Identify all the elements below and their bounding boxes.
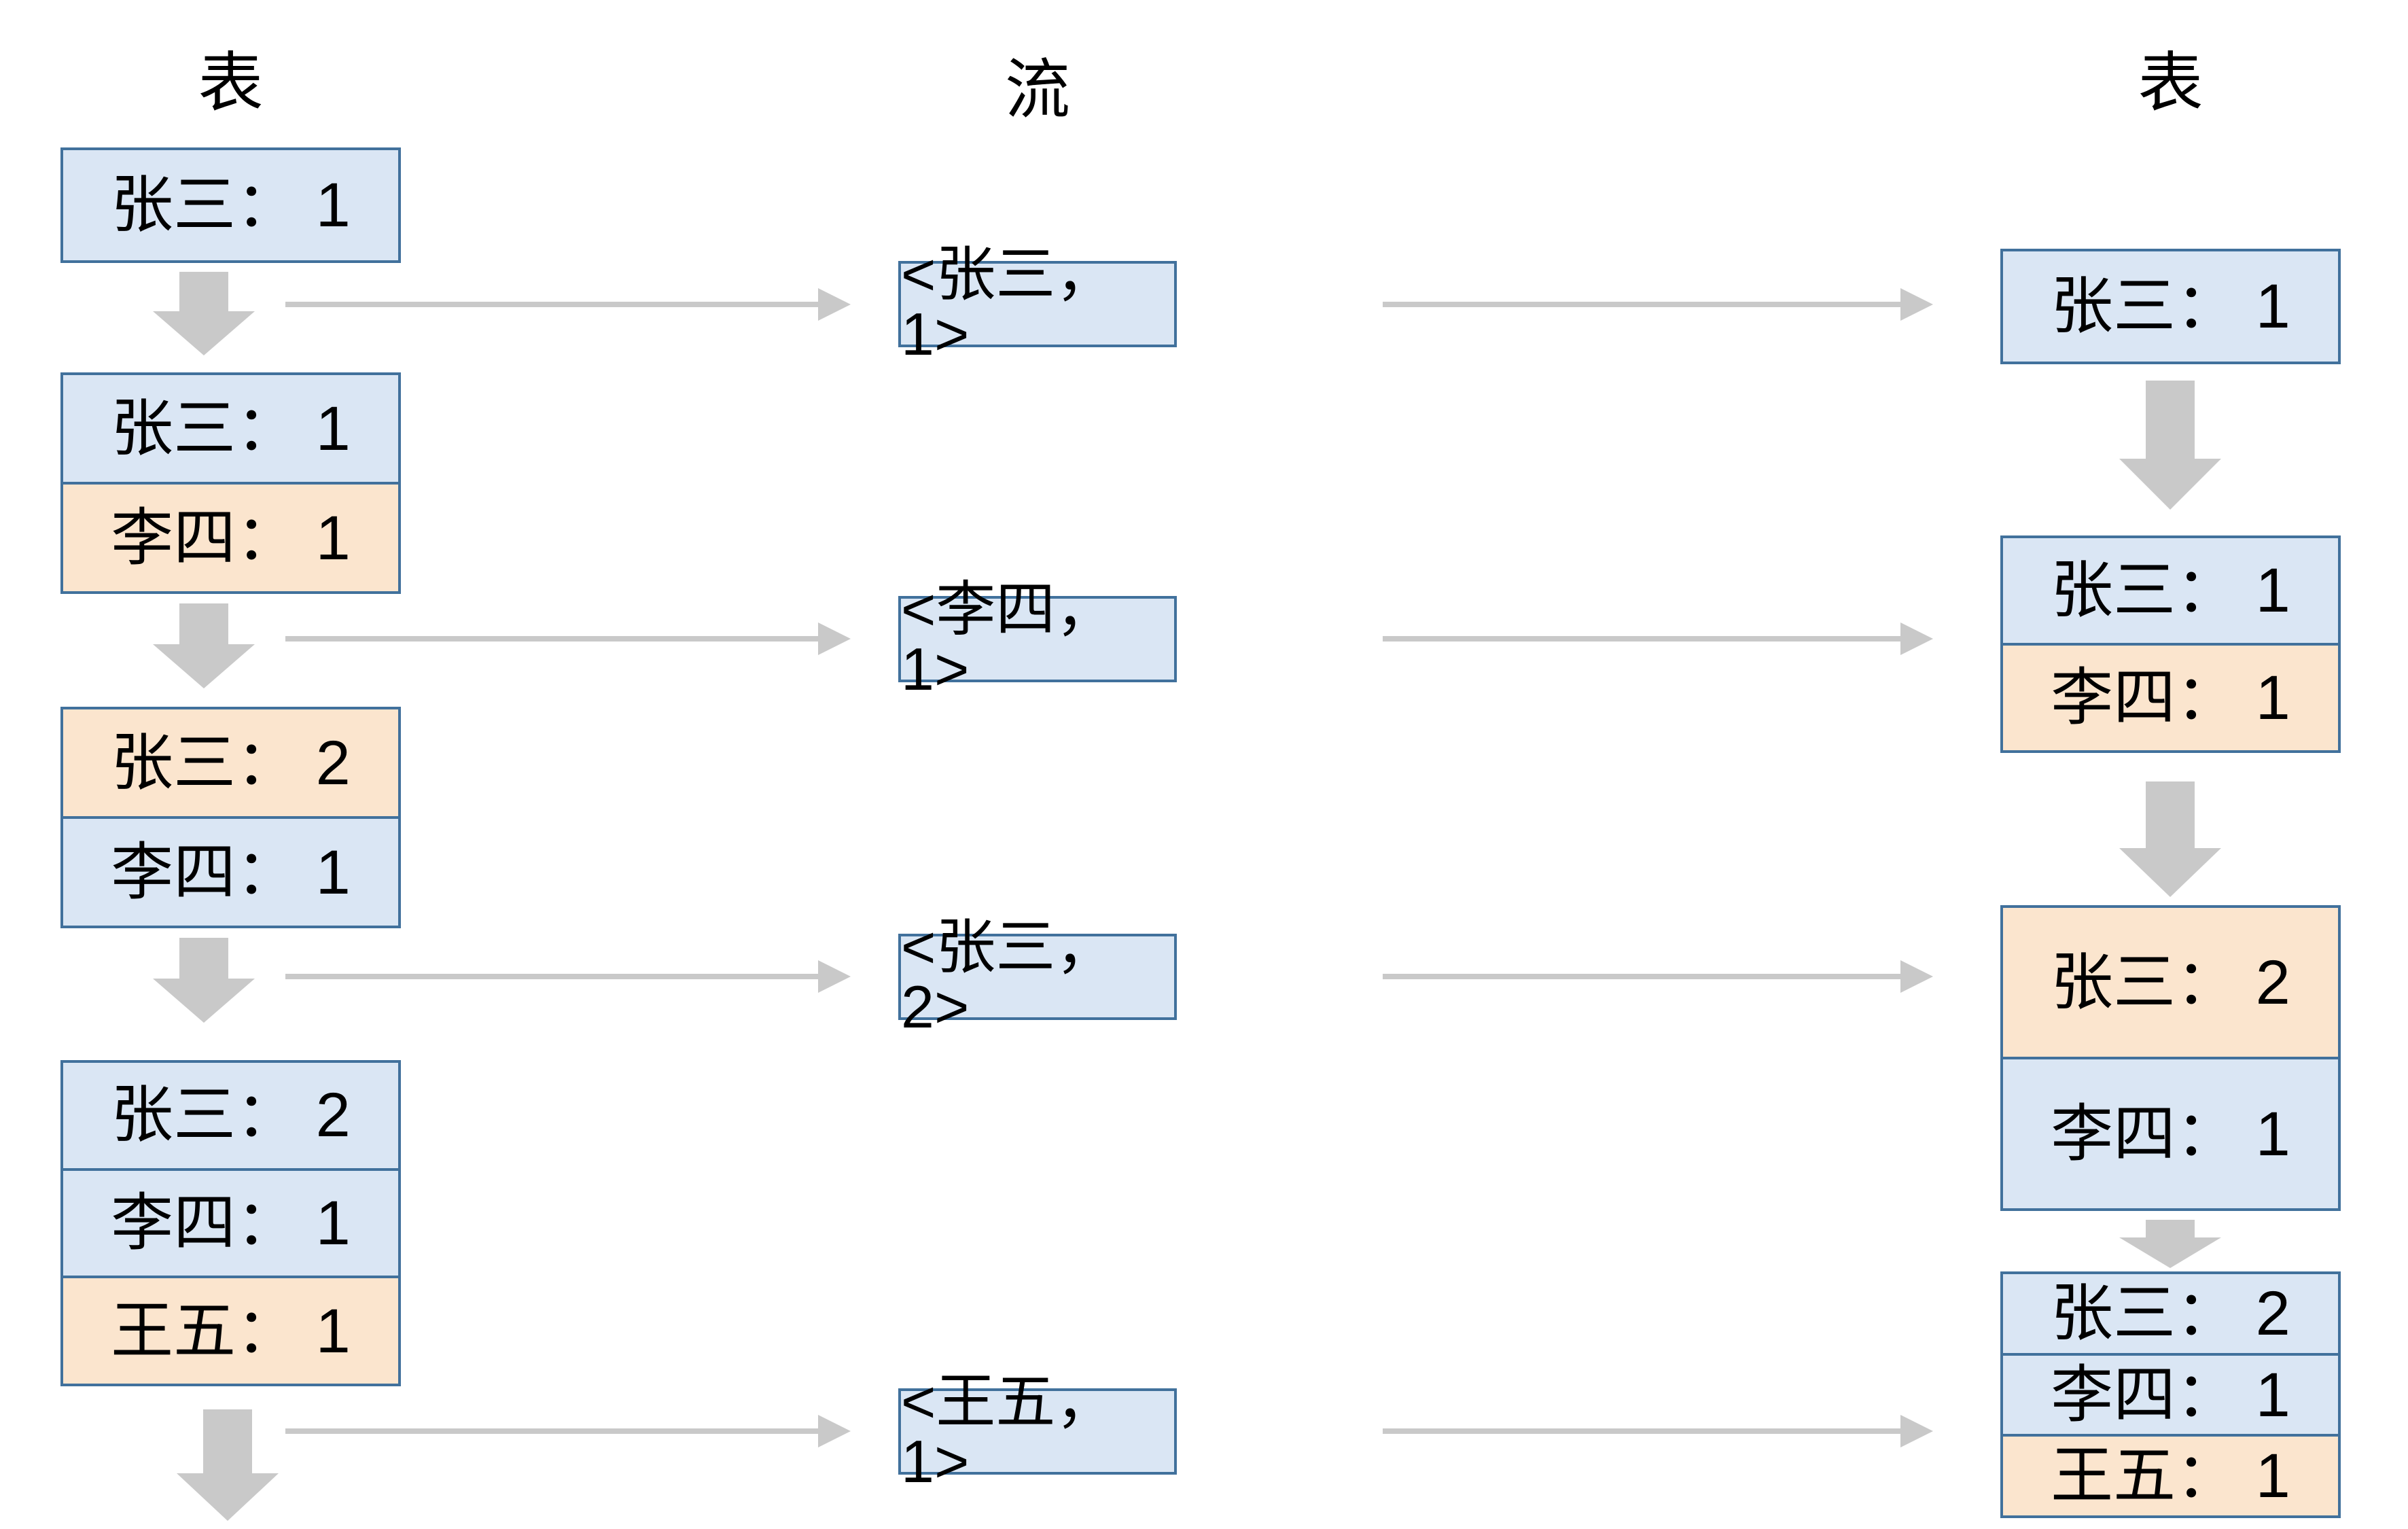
table-row: 张三： 1 (2003, 538, 2338, 643)
table-row: 张三： 1 (63, 375, 398, 482)
down-arrow-icon (153, 603, 255, 688)
table-row-label: 张三： 1 (111, 393, 351, 463)
table-row-label: 李四： 1 (2051, 1099, 2290, 1169)
table-row: 张三： 2 (63, 709, 398, 816)
table-row: 张三： 1 (2003, 251, 2338, 362)
left-table-title: 表 (198, 47, 264, 120)
down-arrow-icon (2119, 381, 2221, 510)
table-row-label: 张三： 1 (2051, 556, 2290, 625)
table-state-box: 张三： 2 李四： 1 (60, 707, 401, 928)
table-row: 李四： 1 (2003, 1352, 2338, 1435)
right-arrow-icon (1383, 960, 1933, 993)
right-arrow-icon (1383, 1415, 1933, 1447)
right-arrow-icon (285, 1415, 851, 1447)
right-arrow-icon (285, 288, 851, 321)
table-row-label: 张三： 1 (2051, 272, 2290, 341)
table-state-box: 张三： 1 (60, 147, 401, 263)
table-row: 张三： 2 (2003, 908, 2338, 1057)
table-row-label: 李四： 1 (2051, 1360, 2290, 1430)
table-row-label: 张三： 2 (111, 728, 351, 798)
stream-event-label: <张三， 1> (901, 240, 1116, 368)
right-arrow-icon (285, 622, 851, 655)
stream-event-box: <张三， 1> (898, 244, 1177, 364)
down-arrow-icon (153, 272, 255, 355)
stream-event-label: <李四， 1> (901, 575, 1116, 703)
stream-title: 流 (1005, 54, 1070, 126)
right-table-title: 表 (2138, 47, 2203, 120)
down-arrow-icon (2119, 1220, 2221, 1268)
table-row-label: 张三： 2 (2051, 947, 2290, 1017)
table-row-label: 王五： 1 (2051, 1441, 2290, 1511)
table-row-label: 李四： 1 (111, 837, 351, 907)
table-row-label: 张三： 2 (2051, 1278, 2290, 1348)
table-state-box: 张三： 2 李四： 1 王五： 1 (2000, 1271, 2341, 1518)
table-row: 李四： 1 (63, 482, 398, 591)
table-state-box: 张三： 1 李四： 1 (2000, 535, 2341, 753)
table-row: 张三： 2 (63, 1063, 398, 1168)
right-arrow-icon (1383, 288, 1933, 321)
table-state-box: 张三： 2 李四： 1 王五： 1 (60, 1060, 401, 1386)
table-row-label: 李四： 1 (111, 503, 351, 573)
down-arrow-icon (153, 938, 255, 1023)
stream-event-box: <王五， 1> (898, 1371, 1177, 1491)
table-row-label: 张三： 2 (111, 1080, 351, 1150)
table-row: 王五： 1 (2003, 1434, 2338, 1516)
stream-event-box: <张三， 2> (898, 917, 1177, 1036)
table-row: 王五： 1 (63, 1276, 398, 1384)
table-row-label: 李四： 1 (111, 1189, 351, 1258)
table-row: 李四： 1 (2003, 1057, 2338, 1208)
stream-event-label: <张三， 2> (901, 913, 1116, 1040)
table-row: 李四： 1 (2003, 643, 2338, 750)
down-arrow-icon (177, 1409, 279, 1521)
table-row: 张三： 1 (63, 150, 398, 260)
down-arrow-icon (2119, 781, 2221, 897)
table-row: 李四： 1 (63, 1167, 398, 1276)
right-arrow-icon (1383, 622, 1933, 655)
table-row: 李四： 1 (63, 816, 398, 926)
right-arrow-icon (285, 960, 851, 993)
stream-event-box: <李四， 1> (898, 579, 1177, 699)
table-state-box: 张三： 2 李四： 1 (2000, 905, 2341, 1211)
table-row-label: 王五： 1 (111, 1296, 351, 1366)
stream-event-label: <王五， 1> (901, 1367, 1116, 1495)
table-row-label: 张三： 1 (111, 171, 351, 240)
table-state-box: 张三： 1 (2000, 249, 2341, 364)
table-row-label: 李四： 1 (2051, 663, 2290, 733)
table-state-box: 张三： 1 李四： 1 (60, 372, 401, 594)
table-row: 张三： 2 (2003, 1274, 2338, 1353)
